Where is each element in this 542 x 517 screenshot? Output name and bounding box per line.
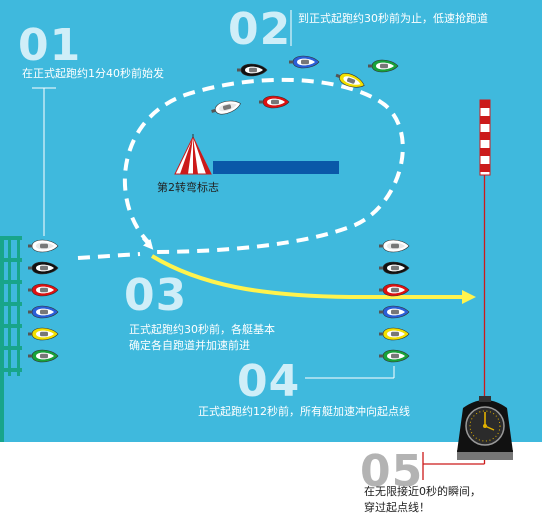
start-pole [479, 99, 491, 176]
start-line-comb [0, 236, 22, 442]
step-02-caption: 到正式起跑约30秒前为止，低速抢跑道 [298, 12, 488, 25]
dashed-arrow-tip [141, 237, 154, 250]
course-bar [213, 161, 339, 174]
leader-line-01 [32, 87, 56, 236]
step-04-caption: 正式起跑约12秒前，所有艇加速冲向起点线 [198, 405, 410, 418]
step-number-05: 05 [360, 446, 424, 497]
boat [379, 349, 410, 363]
boat [259, 95, 290, 109]
boat [211, 100, 241, 115]
step-05-caption-line1: 在无限接近0秒的瞬间， [364, 485, 481, 498]
boat [379, 239, 410, 253]
boat [368, 59, 399, 73]
boats-layer [28, 55, 410, 363]
water-area [0, 0, 542, 442]
step-number-03: 03 [124, 270, 188, 321]
boat [335, 73, 365, 88]
boat [379, 327, 410, 341]
mark-2-label: 第2转弯标志 [157, 181, 219, 194]
step-03-caption-line1: 正式起跑约30秒前，各艇基本 [129, 323, 275, 336]
step-05-caption-line2: 穿过起点线！ [364, 501, 430, 514]
leader-line-04 [305, 366, 395, 379]
boat [379, 283, 410, 297]
stopwatch-icon [457, 396, 513, 460]
dashed-start-approach [77, 252, 141, 260]
step-number-04: 04 [237, 356, 301, 407]
boat [28, 327, 59, 341]
step-number-02: 02 [228, 4, 292, 55]
boat [28, 261, 59, 275]
step-03-caption-line2: 确定各自跑道并加速前进 [129, 339, 250, 352]
boat [237, 63, 268, 77]
boat [28, 305, 59, 319]
dashed-course-loop [122, 77, 405, 254]
boat [28, 283, 59, 297]
boat [28, 239, 59, 253]
boat [379, 261, 410, 275]
boat [379, 305, 410, 319]
boat [28, 349, 59, 363]
boat [289, 55, 320, 69]
step-number-01: 01 [18, 20, 82, 71]
step-01-caption: 在正式起跑约1分40秒前始发 [22, 67, 164, 80]
mark-2-buoy [174, 134, 212, 175]
acceleration-path-arrow [150, 254, 476, 304]
